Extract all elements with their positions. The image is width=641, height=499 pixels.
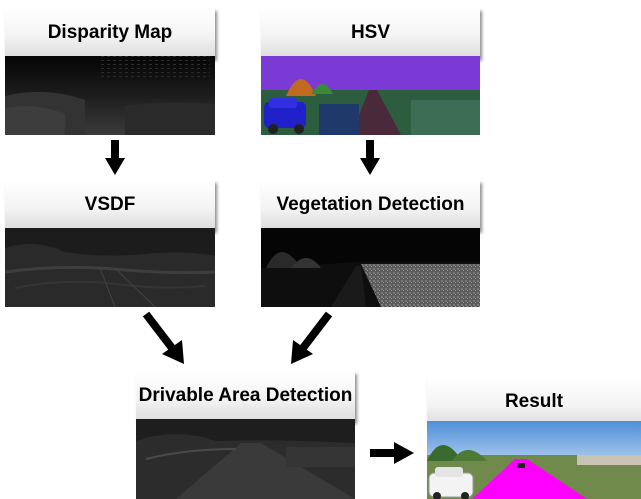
arrow-hsv-to-vegetation — [360, 140, 380, 175]
vegetation-detection-image — [261, 228, 480, 307]
arrow-vsdf-to-drivable — [142, 311, 184, 364]
disparity-map-block: Disparity Map — [5, 8, 215, 135]
drivable-area-image — [136, 419, 355, 499]
arrow-drivable-to-result — [370, 442, 414, 464]
hsv-image — [261, 56, 480, 135]
vegetation-detection-title: Vegetation Detection — [261, 180, 480, 230]
drivable-area-title: Drivable Area Detection — [136, 371, 355, 421]
result-title: Result — [427, 377, 641, 427]
drivable-area-block: Drivable Area Detection — [136, 371, 355, 499]
disparity-map-image — [5, 56, 215, 135]
vsdf-block: VSDF — [5, 180, 215, 307]
vegetation-detection-block: Vegetation Detection — [261, 180, 480, 307]
disparity-map-title: Disparity Map — [5, 8, 215, 58]
vsdf-title: VSDF — [5, 180, 215, 230]
arrow-vegetation-to-drivable — [291, 311, 333, 364]
hsv-title: HSV — [261, 8, 480, 58]
arrow-disparity-to-vsdf — [105, 140, 125, 175]
vsdf-image — [5, 228, 215, 307]
result-image — [427, 421, 641, 499]
hsv-block: HSV — [261, 8, 480, 135]
result-block: Result — [427, 377, 641, 499]
